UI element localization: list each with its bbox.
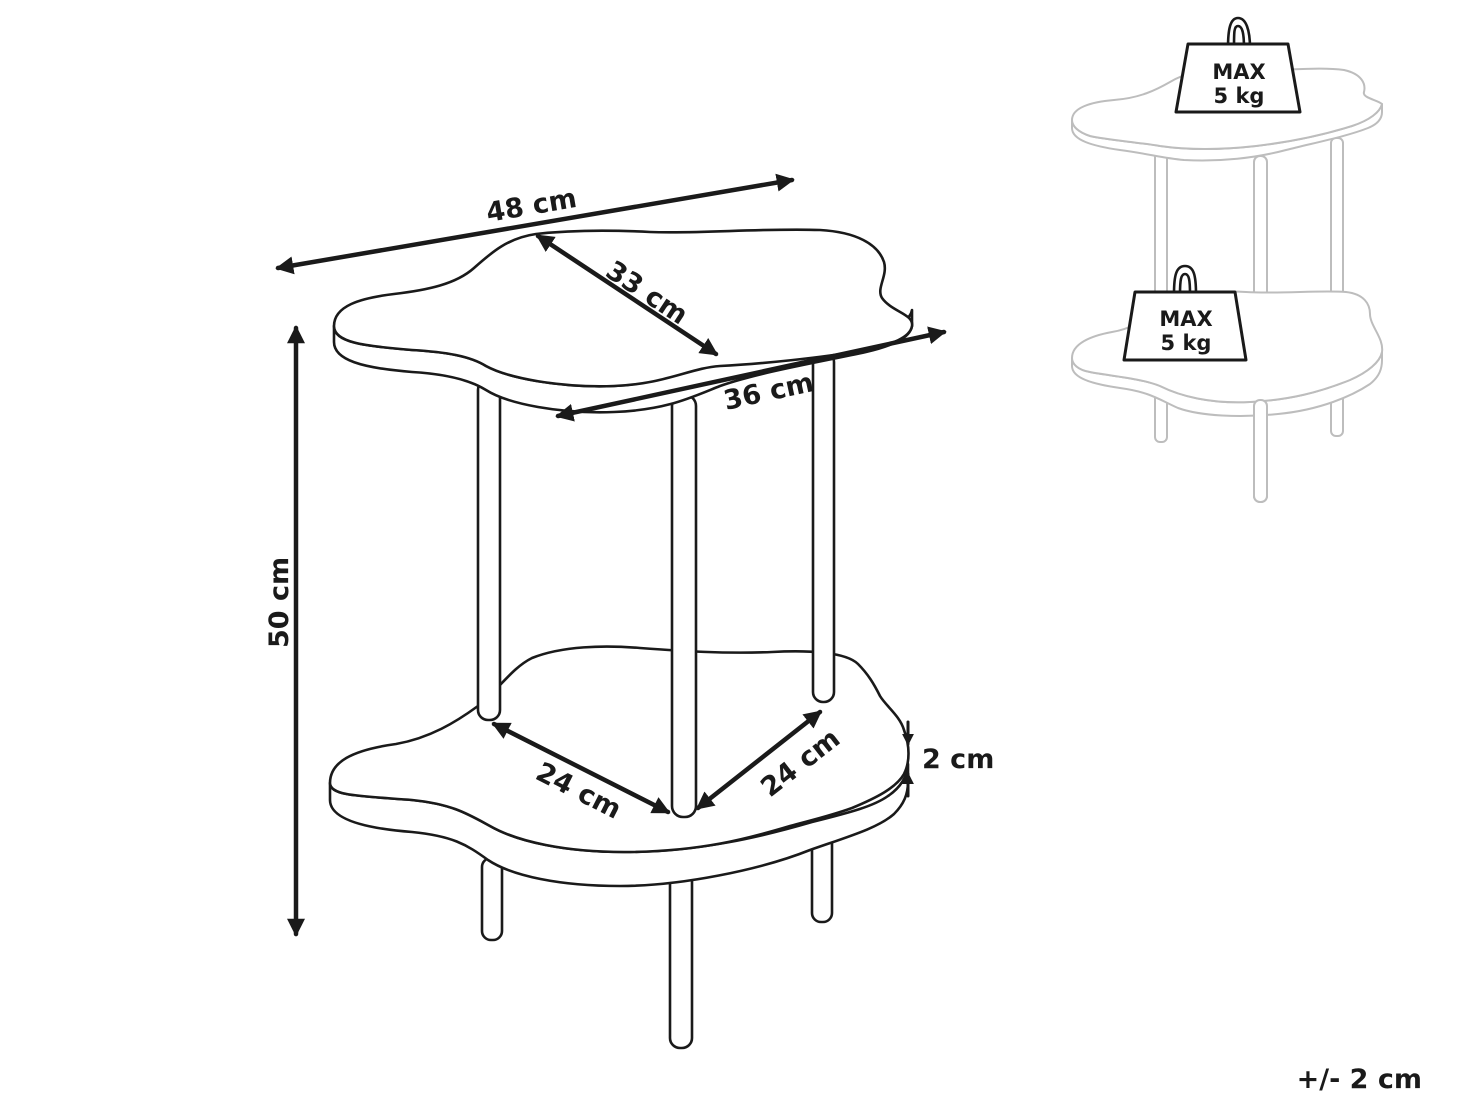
width-front-arrow: [555, 326, 947, 422]
shelf-thickness-label: 2 cm: [922, 744, 994, 775]
top-weight-value-label: 5 kg: [1214, 84, 1265, 108]
leg-span-left-arrow: [491, 721, 671, 815]
height-label: 50 cm: [264, 557, 295, 648]
width-top-arrow: [275, 173, 795, 275]
tolerance-note: +/- 2 cm: [1297, 1064, 1422, 1095]
top-weight-icon: MAX 5 kg: [1174, 16, 1302, 114]
main-table-drawing: 48 cm 33 cm 36 cm 50 cm 24 cm 24 cm 2 cm: [264, 173, 994, 1050]
ghost-table: [1071, 67, 1384, 503]
leg-span-right-arrow: [695, 709, 823, 811]
load-capacity-drawing: MAX 5 kg MAX 5 kg: [1071, 16, 1384, 503]
bottom-weight-icon: MAX 5 kg: [1122, 264, 1248, 362]
dimension-arrows: [275, 173, 947, 937]
bottom-weight-value-label: 5 kg: [1161, 331, 1212, 355]
width-top-label: 48 cm: [484, 183, 579, 229]
upper-legs: [476, 350, 836, 819]
bottom-weight-max-label: MAX: [1159, 307, 1212, 331]
top-weight-max-label: MAX: [1212, 60, 1265, 84]
